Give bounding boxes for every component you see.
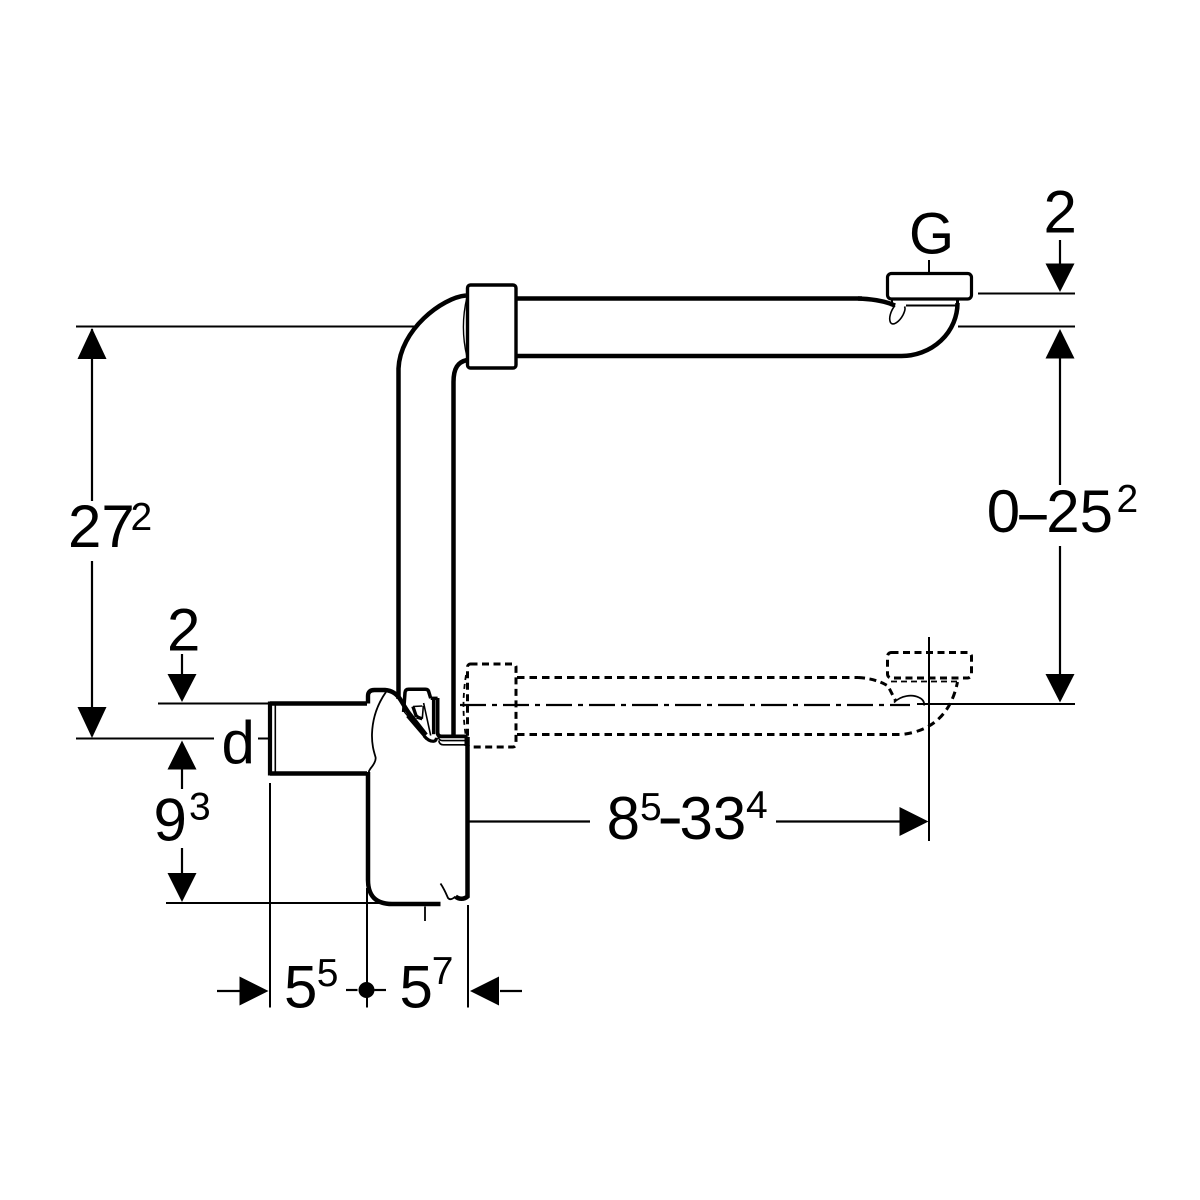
svg-text:5: 5 [317, 952, 339, 995]
svg-text:33: 33 [680, 785, 747, 852]
svg-text:2: 2 [1117, 478, 1139, 521]
svg-text:5: 5 [400, 954, 433, 1021]
svg-text:5: 5 [640, 786, 662, 829]
svg-text:0: 0 [987, 478, 1020, 545]
svg-text:8: 8 [607, 785, 640, 852]
svg-text:d: d [222, 709, 255, 776]
svg-text:3: 3 [189, 786, 211, 829]
svg-text:4: 4 [746, 784, 768, 827]
svg-text:5: 5 [284, 954, 317, 1021]
svg-text:7: 7 [432, 950, 454, 993]
svg-text:G: G [909, 202, 954, 267]
svg-text:2: 2 [1044, 179, 1077, 246]
svg-text:9: 9 [154, 787, 187, 854]
svg-text:2: 2 [131, 496, 153, 539]
svg-text:27: 27 [68, 493, 135, 560]
svg-text:25: 25 [1046, 478, 1113, 545]
svg-text:2: 2 [167, 597, 200, 664]
